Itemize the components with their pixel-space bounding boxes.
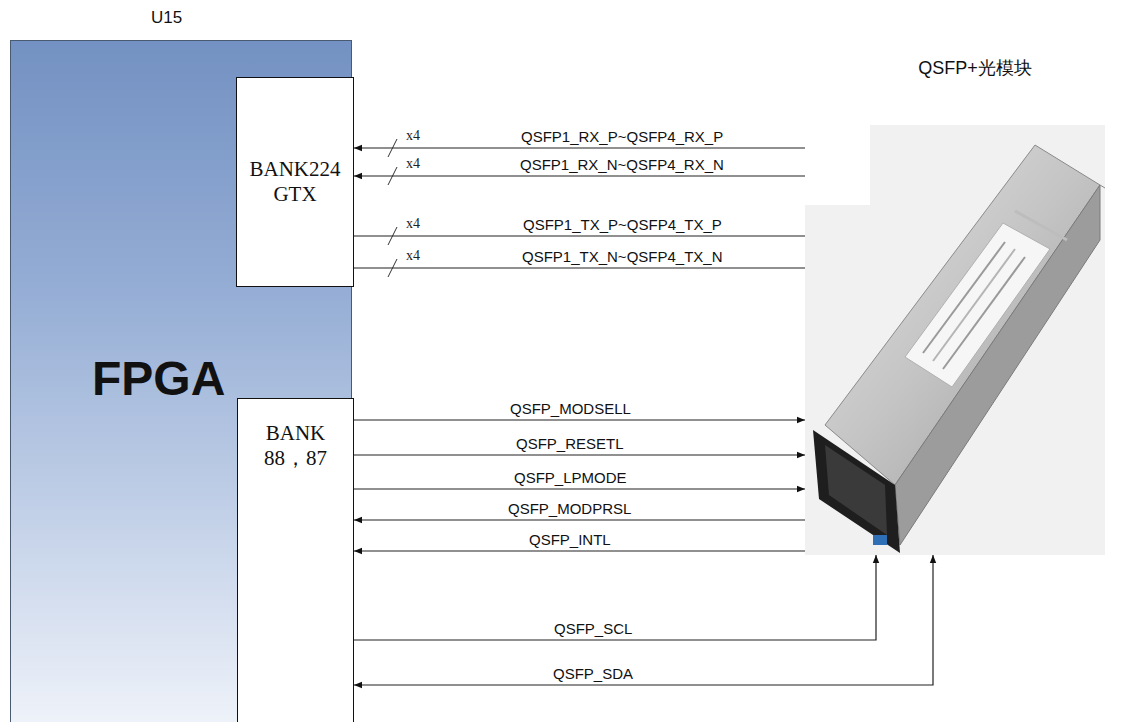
signal-name: QSFP_RESETL — [516, 436, 624, 453]
signal-name: QSFP1_RX_P~QSFP4_RX_P — [521, 129, 723, 146]
signal-name: QSFP1_TX_P~QSFP4_TX_P — [523, 217, 722, 234]
module-title: QSFP+光模块 — [845, 58, 1105, 80]
signal-line — [354, 555, 933, 685]
bus-width-label: x4 — [406, 248, 420, 263]
signal-line — [354, 488, 805, 489]
bus-width-label: x4 — [406, 128, 420, 143]
signal-line — [354, 550, 805, 551]
io-bank-box: BANK 88，87 — [237, 398, 354, 722]
signal-line — [354, 235, 805, 236]
signal-name: QSFP_MODSELL — [510, 401, 631, 418]
fpga-chip: U15FPGABANK224 GTXBANK 88，87 — [10, 40, 352, 722]
signal-line — [354, 267, 805, 268]
signal-name: QSFP_SDA — [553, 666, 633, 683]
signal-name: QSFP1_TX_N~QSFP4_TX_N — [522, 249, 723, 266]
signal-line — [354, 555, 876, 640]
signal-line — [354, 175, 805, 176]
bus-width-label: x4 — [406, 216, 420, 231]
gtx-bank-box: BANK224 GTX — [236, 77, 354, 287]
signal-line — [354, 454, 805, 455]
signal-name: QSFP1_RX_N~QSFP4_RX_N — [520, 157, 724, 174]
bus-width-label: x4 — [406, 156, 420, 171]
signal-line — [354, 519, 805, 520]
qsfp-module: QSFP+光模块 — [805, 58, 1105, 555]
bank-label: BANK224 GTX — [245, 157, 345, 207]
signal-name: QSFP_MODPRSL — [508, 501, 631, 518]
bank-label: BANK 88，87 — [246, 421, 346, 471]
signal-line — [354, 147, 805, 148]
signal-name: QSFP_SCL — [554, 621, 632, 638]
signal-line — [354, 419, 805, 420]
module-illustration — [805, 125, 1105, 555]
chip-label: FPGA — [92, 353, 225, 406]
signal-name: QSFP_LPMODE — [514, 470, 627, 487]
signal-name: QSFP_INTL — [529, 532, 611, 549]
part-designator: U15 — [151, 9, 182, 28]
